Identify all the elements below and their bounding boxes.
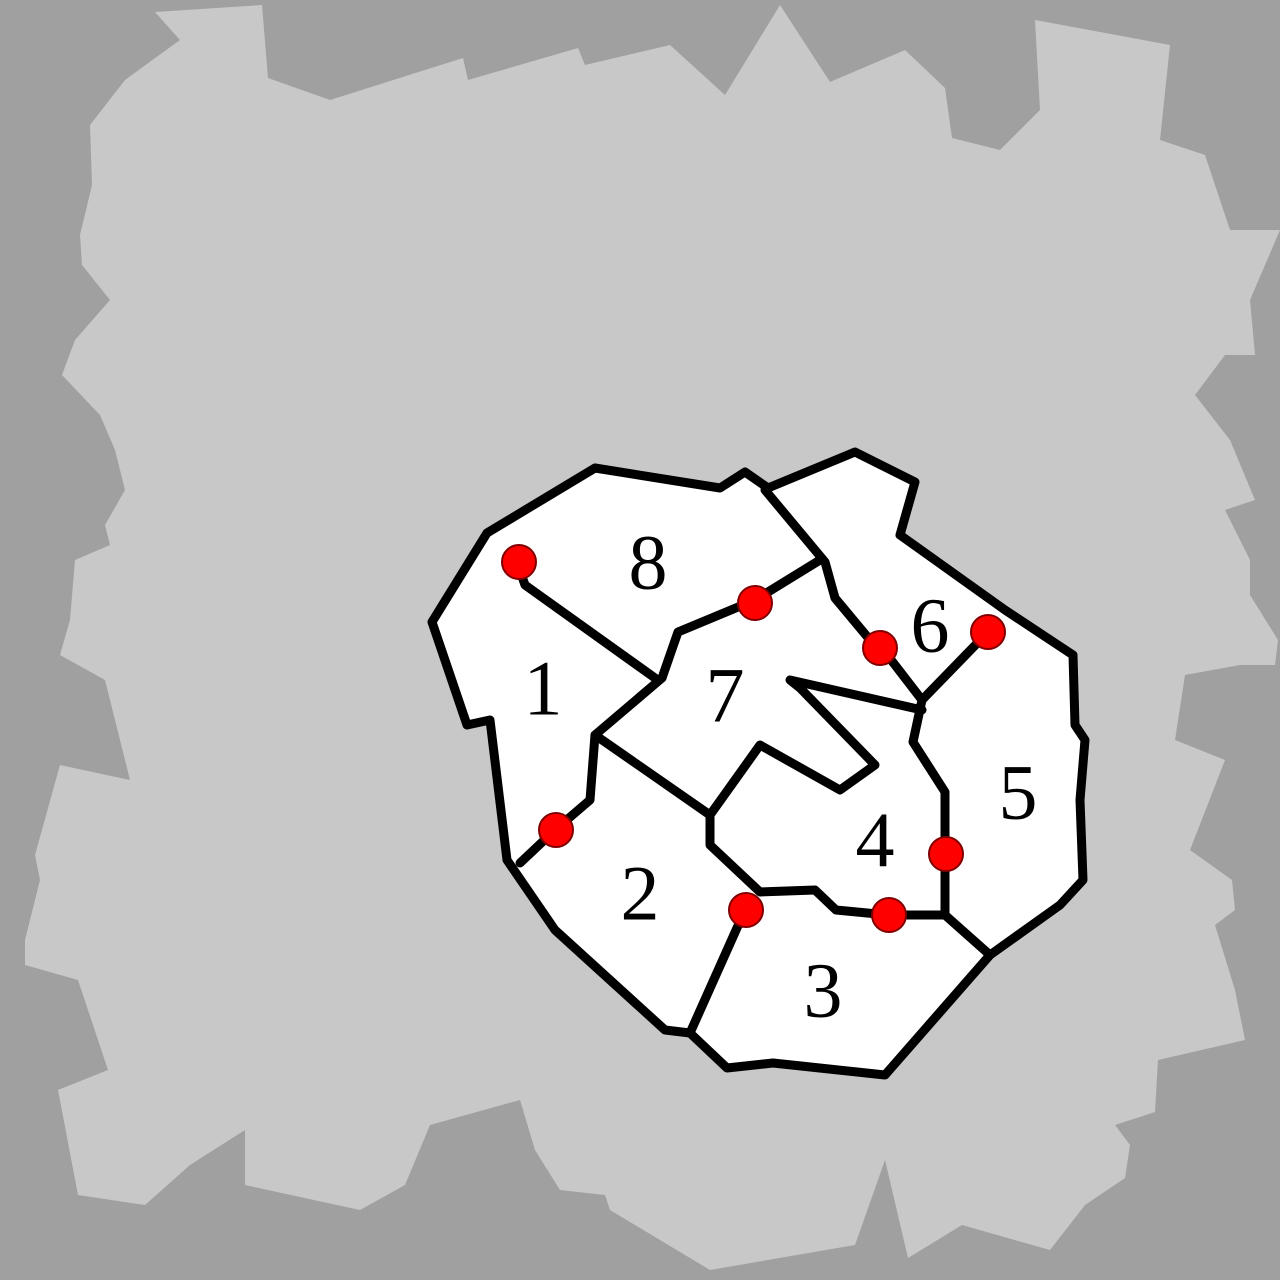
wall-2-3 (685, 905, 750, 1038)
wall-inner-spiral (705, 675, 927, 820)
door-1-2[interactable] (538, 812, 574, 848)
outer-wall (427, 447, 1090, 1080)
room-8[interactable] (487, 468, 825, 678)
doors (501, 544, 1006, 933)
room-label-6: 6 (911, 582, 950, 669)
wall-2-7 (590, 730, 995, 960)
room-label-8: 8 (629, 519, 668, 606)
room-label-4: 4 (856, 797, 895, 884)
door-6-7[interactable] (862, 630, 898, 666)
room-label-2: 2 (621, 850, 660, 937)
wall-7-8 (657, 555, 825, 683)
room-label-7: 7 (706, 652, 745, 739)
room-label-3: 3 (804, 947, 843, 1034)
door-1-8[interactable] (501, 544, 537, 580)
door-7-8[interactable] (737, 585, 773, 621)
room-label-5: 5 (999, 749, 1038, 836)
door-4-5[interactable] (928, 836, 964, 872)
room-7[interactable] (595, 560, 922, 815)
room-4[interactable] (710, 680, 945, 915)
room-1[interactable] (432, 533, 662, 863)
door-5-6[interactable] (970, 614, 1006, 650)
room-3[interactable] (690, 890, 990, 1075)
room-6[interactable] (768, 452, 1005, 700)
door-2-3[interactable] (728, 892, 764, 928)
room-label-1: 1 (524, 645, 563, 732)
door-3-4[interactable] (871, 897, 907, 933)
